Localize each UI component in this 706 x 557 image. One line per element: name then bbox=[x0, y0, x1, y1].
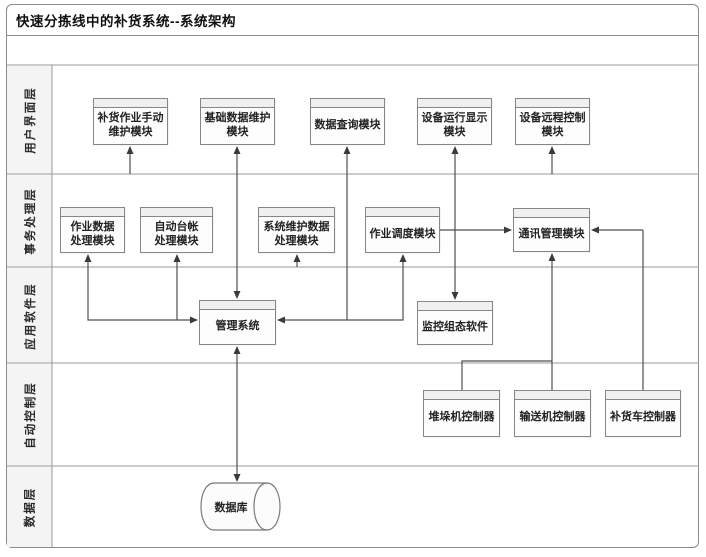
node-label: 监控组态软件 bbox=[422, 320, 488, 333]
node-device-remote-control: 设备远程控制 模块 bbox=[515, 98, 590, 145]
layer-label-auto-control: 自动控制层 bbox=[24, 381, 37, 449]
node-label: 基础数据维护 模块 bbox=[204, 112, 271, 138]
node-label: 输送机控制器 bbox=[519, 411, 586, 424]
node-header-strip bbox=[201, 99, 274, 108]
layer-label-data: 数据层 bbox=[24, 486, 37, 528]
node-label: 补货车控制器 bbox=[610, 411, 676, 424]
layer-label-transaction: 事务处理层 bbox=[24, 187, 37, 255]
node-job-data-processing: 作业数据 处理模块 bbox=[60, 207, 125, 253]
node-stacker-controller: 堆垛机控制器 bbox=[423, 390, 500, 437]
layer-cell-data: 数据层 bbox=[7, 467, 52, 547]
node-label: 堆垛机控制器 bbox=[428, 411, 495, 424]
node-header-strip bbox=[418, 302, 492, 311]
node-label: 补货作业手动 维护模块 bbox=[97, 112, 164, 138]
layer-cell-auto-control: 自动控制层 bbox=[7, 364, 52, 466]
layer-label-application-software: 应用软件层 bbox=[24, 281, 37, 350]
node-label: 数据查询模块 bbox=[314, 119, 381, 132]
node-device-run-display: 设备运行显示 模块 bbox=[417, 98, 492, 145]
node-label: 设备远程控制 模块 bbox=[519, 112, 586, 138]
node-header-strip bbox=[200, 301, 275, 310]
layer-label-user-interface: 用户界面层 bbox=[24, 86, 37, 154]
node-comm-management: 通讯管理模块 bbox=[513, 208, 590, 252]
diagram-title-bar: 快速分拣线中的补货系统--系统架构 bbox=[7, 5, 698, 36]
node-label: 通讯管理模块 bbox=[518, 227, 585, 240]
node-auto-ledger-processing: 自动台帐 处理模块 bbox=[140, 207, 213, 253]
node-label: 作业数据 处理模块 bbox=[70, 220, 115, 247]
node-header-strip bbox=[516, 99, 589, 108]
node-header-strip bbox=[94, 99, 167, 108]
node-header-strip bbox=[311, 99, 384, 108]
layer-cell-transaction: 事务处理层 bbox=[7, 175, 52, 267]
diagram-title: 快速分拣线中的补货系统--系统架构 bbox=[16, 14, 236, 29]
node-replenish-manual-maintain: 补货作业手动 维护模块 bbox=[93, 98, 168, 145]
node-header-strip bbox=[515, 391, 590, 400]
node-label: 作业调度模块 bbox=[369, 227, 436, 240]
node-header-strip bbox=[418, 99, 491, 108]
node-label: 自动台帐 处理模块 bbox=[154, 220, 199, 247]
node-management-system: 管理系统 bbox=[199, 300, 276, 345]
node-header-strip bbox=[141, 208, 212, 217]
node-header-strip bbox=[424, 391, 499, 400]
node-header-strip bbox=[61, 208, 124, 217]
node-system-maintain-data-processing: 系统维护数据 处理模块 bbox=[258, 207, 335, 253]
node-label: 管理系统 bbox=[215, 320, 260, 333]
diagram-frame bbox=[6, 4, 699, 548]
layer-cell-application-software: 应用软件层 bbox=[7, 268, 52, 363]
node-header-strip bbox=[606, 391, 680, 400]
node-job-scheduling: 作业调度模块 bbox=[365, 207, 440, 253]
node-data-query: 数据查询模块 bbox=[310, 98, 385, 145]
node-replenish-cart-controller: 补货车控制器 bbox=[605, 390, 681, 437]
node-scada-software: 监控组态软件 bbox=[417, 301, 493, 345]
node-database-label: 数据库 bbox=[214, 501, 248, 514]
node-label: 系统维护数据 处理模块 bbox=[263, 220, 330, 247]
node-header-strip bbox=[514, 209, 589, 218]
node-header-strip bbox=[366, 208, 439, 217]
node-header-strip bbox=[259, 208, 334, 217]
node-label: 设备运行显示 模块 bbox=[421, 112, 488, 138]
node-base-data-maintain: 基础数据维护 模块 bbox=[200, 98, 275, 145]
node-conveyor-controller: 输送机控制器 bbox=[514, 390, 591, 437]
layer-cell-user-interface: 用户界面层 bbox=[7, 66, 52, 174]
